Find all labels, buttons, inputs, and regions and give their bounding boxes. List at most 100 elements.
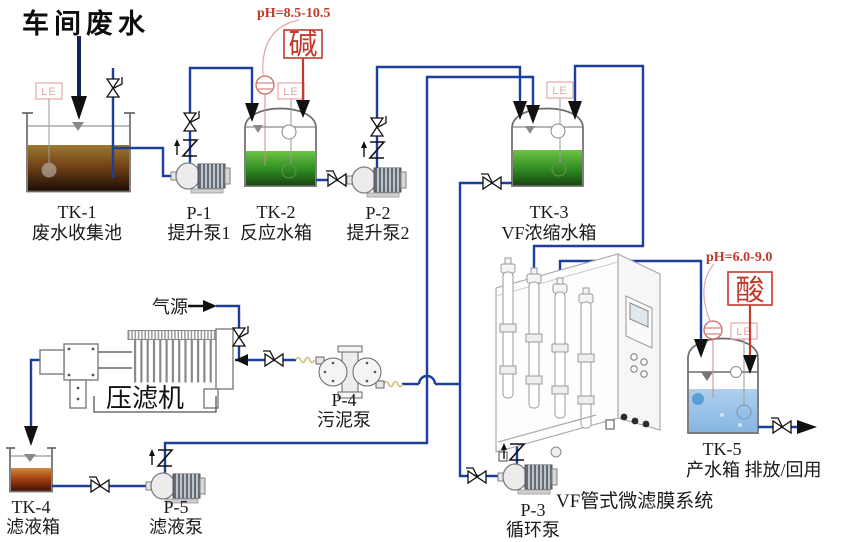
tk3-name: VF浓缩水箱: [501, 223, 596, 243]
alkali-ph-range: pH=8.5-10.5: [257, 6, 330, 21]
acid-ph-range: pH=6.0-9.0: [706, 250, 772, 265]
tank-tk2: LE: [244, 82, 317, 187]
vf-membrane-system: [495, 253, 661, 462]
pipe-p2-to-tk3: [375, 65, 522, 168]
pipe-vf-return-to-tk3: [532, 64, 645, 269]
pump-p4-diaphragm: [315, 345, 385, 399]
tk1-name: 废水收集池: [32, 223, 122, 243]
acid-label: 酸: [735, 274, 764, 307]
tank-tk3: LE: [511, 81, 584, 187]
air-source-label: 气源: [152, 297, 188, 317]
valve-p2-discharge: [370, 115, 387, 137]
tk4-shell: [9, 448, 53, 493]
acid-box: [727, 271, 773, 306]
air-arrow: [203, 300, 217, 312]
diagram-title: 车间废水: [22, 8, 150, 39]
tk2-liquid: [246, 151, 315, 186]
press-label-bracket: [93, 396, 217, 413]
valve-p1-discharge: [183, 110, 200, 132]
tk3-dome: [511, 107, 584, 129]
pump-p2: [346, 166, 407, 198]
valve-tk3-outlet: [480, 173, 502, 190]
tk2-float-high: [281, 124, 297, 140]
tk3-shell: [511, 128, 584, 187]
valve-tk4-outlet: [88, 476, 110, 493]
valve-tk5-discharge: [770, 417, 792, 434]
tk4-liquid: [11, 468, 51, 491]
valve-tk2-outlet: [325, 170, 347, 187]
tk1-level-marker: [72, 122, 84, 131]
tk3-float-high: [550, 123, 566, 139]
ph-sensor-tk2: [255, 75, 275, 95]
tk2-dome: [244, 107, 317, 129]
tk5-shell: [687, 358, 759, 434]
p1-name: 提升泵1: [168, 223, 231, 243]
acid-dosing: pH=6.0-9.0 酸: [703, 250, 773, 398]
tk5-float-high: [730, 366, 742, 378]
tk5-dome: [687, 337, 759, 359]
tk1-float-switch: [41, 162, 57, 178]
ph-sensor-tk5: [703, 320, 723, 340]
pump-p3: [497, 463, 558, 495]
tk3-le-label: LE: [552, 85, 567, 97]
tk2-float-low: [281, 163, 297, 179]
tk5-name: 产水箱 排放/回用: [686, 460, 822, 480]
press-end-plate: [215, 328, 234, 390]
filter-press-label: 压滤机: [106, 384, 184, 413]
filter-press: [39, 328, 234, 413]
pipe-press-to-tk4: [29, 358, 40, 428]
tk1-shell: [26, 113, 131, 193]
check-valve-p1: [173, 138, 198, 157]
tk4-name: 滤液箱: [6, 517, 60, 537]
tk5-level-sensor-box: [730, 322, 758, 340]
press-left-leg: [69, 379, 87, 409]
press-feed-arrow: [235, 354, 248, 366]
p5-id: P-5: [163, 497, 188, 517]
check-valve-p2: [360, 140, 385, 159]
pipe-p4-suction: [402, 374, 460, 386]
pipe-p5-return-to-tk3: [163, 75, 535, 473]
p2-id: P-2: [365, 203, 390, 223]
tk1-id: TK-1: [58, 202, 97, 222]
check-valve-p5: [148, 448, 173, 467]
press-cylinder: [39, 349, 65, 375]
vf-display-screen: [629, 302, 649, 328]
tk3-float-low: [551, 161, 567, 177]
tk5-bubble: [692, 393, 704, 405]
tk1-le-label: LE: [41, 86, 56, 98]
pipe-to-p1: [113, 146, 172, 178]
tk3-liquid: [513, 150, 582, 186]
flow-arrows: [24, 36, 817, 446]
tk5-float-low: [736, 404, 752, 420]
process-piping: [29, 64, 797, 488]
tk4-id: TK-4: [12, 497, 51, 517]
valve-air-source: [232, 325, 249, 347]
p4-name: 污泥泵: [317, 410, 371, 430]
discharge-arrow: [797, 420, 817, 434]
valve-press-feed: [262, 350, 284, 367]
valve-tk1-suction: [106, 76, 123, 98]
tk5-id: TK-5: [703, 439, 742, 459]
p1-id: P-1: [186, 203, 211, 223]
alkali-label: 碱: [288, 28, 317, 61]
tk3-level-sensor-box: [546, 81, 574, 99]
p5-name: 滤液泵: [149, 517, 203, 537]
tk2-name: 反应水箱: [240, 223, 312, 243]
tk2-shell: [244, 128, 317, 187]
press-right-leg: [203, 388, 219, 409]
flex-hose-2: [383, 380, 404, 388]
p3-id: P-3: [520, 500, 545, 520]
inlet-arrow: [71, 96, 87, 120]
alkali-dosing: pH=8.5-10.5 碱: [255, 6, 330, 166]
tk5-le-label: LE: [736, 326, 751, 338]
tk2-le-label: LE: [283, 86, 298, 98]
tank-tk5: LE: [687, 322, 759, 434]
p2-name: 提升泵2: [347, 223, 410, 243]
flex-hose-1: [295, 356, 316, 364]
tk2-id: TK-2: [257, 202, 296, 222]
vf-caster: [550, 446, 562, 458]
p3-name: 循环泵: [506, 520, 560, 540]
tk3-id: TK-3: [530, 202, 569, 222]
vf-system-label: VF管式微滤膜系统: [556, 490, 713, 512]
